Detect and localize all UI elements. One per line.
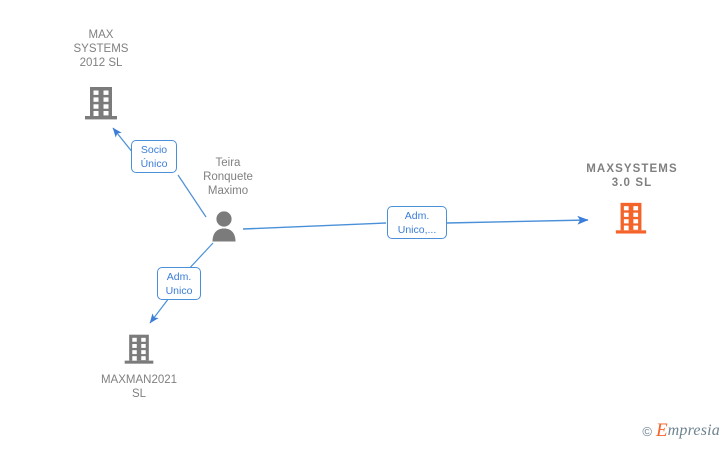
node-label-maxsystems-30-sl: MAXSYSTEMS 3.0 SL (586, 163, 678, 189)
watermark-empresia: © E mpresia (642, 420, 720, 442)
watermark-brand-initial: E (656, 420, 668, 441)
building-icon (615, 202, 647, 234)
person-icon-teira-ronquete-maximo[interactable] (208, 210, 240, 244)
edge-label-adm-unico[interactable]: Adm. Unico (157, 267, 201, 300)
building-icon (124, 334, 154, 364)
building-icon-maxman2021[interactable] (122, 332, 156, 366)
building-icon (85, 87, 117, 120)
node-label-teira-ronquete-maximo: Teira Ronquete Maximo (203, 157, 253, 197)
watermark-brand-name: mpresia (667, 422, 720, 439)
edge-line-socio-unico-to-max-systems (112, 127, 134, 154)
node-label-max-systems-2012: MAX SYSTEMS 2012 SL (73, 29, 129, 69)
edge-label-socio-unico[interactable]: Socio Único (131, 140, 177, 173)
edge-line-adm-unico-right-to-maxsystems (446, 215, 589, 225)
building-icon-maxsystems-30-sl[interactable] (613, 200, 649, 236)
edge-line-person-to-adm-unico-right (242, 222, 387, 230)
node-label-maxman2021-sl: MAXMAN2021 SL (100, 374, 178, 400)
edge-line-adm-unico-to-maxman (149, 297, 170, 324)
edge-label-adm-unico-right[interactable]: Adm. Unico,... (387, 206, 447, 239)
person-icon (212, 211, 236, 242)
building-icon-max-systems-2012[interactable] (82, 84, 120, 122)
copyright-icon: © (642, 423, 653, 439)
